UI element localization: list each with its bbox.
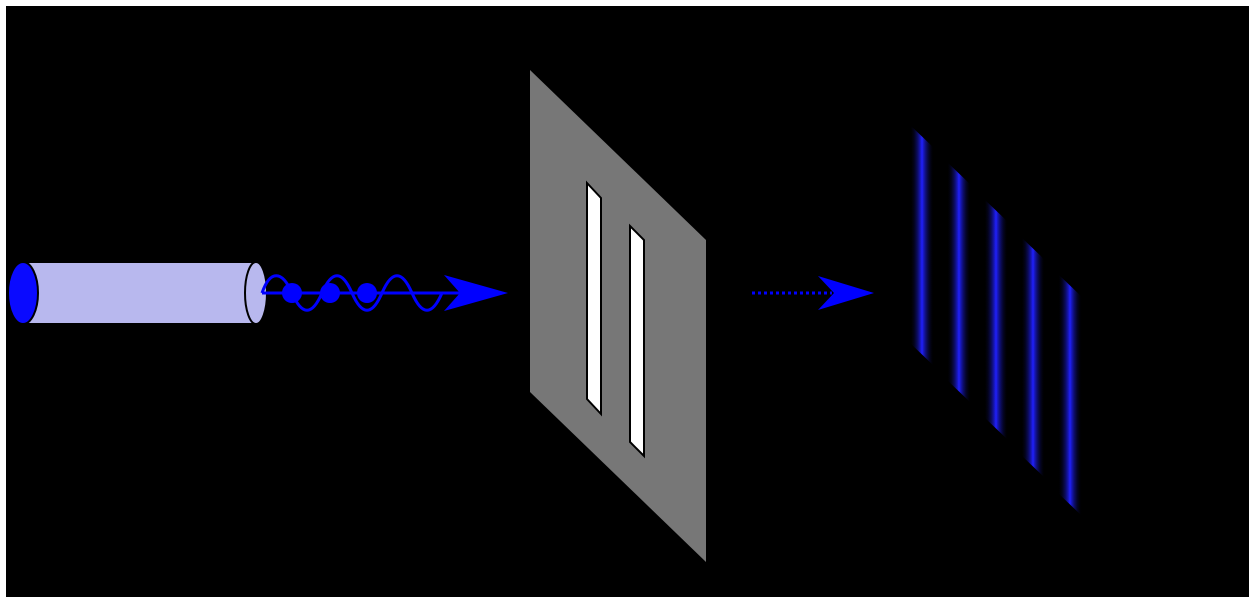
wave-particle-beam bbox=[260, 274, 508, 312]
photon-particle bbox=[282, 283, 302, 303]
fringe bbox=[1021, 237, 1045, 478]
double-slit-barrier bbox=[530, 70, 706, 562]
source-body bbox=[22, 261, 257, 325]
slit-right bbox=[629, 223, 645, 459]
slit-left bbox=[586, 180, 602, 417]
fringe bbox=[947, 162, 971, 403]
interference-pattern bbox=[910, 125, 1082, 516]
diffracted-arrowhead bbox=[818, 276, 874, 310]
source-face bbox=[7, 261, 39, 325]
fringe bbox=[910, 125, 934, 366]
barrier-plate bbox=[530, 70, 706, 562]
beam-arrowhead bbox=[444, 275, 508, 311]
photon-particle bbox=[357, 283, 377, 303]
fringe bbox=[1058, 274, 1082, 516]
photon-source bbox=[7, 261, 268, 325]
photon-particle bbox=[320, 283, 340, 303]
fringe bbox=[984, 199, 1008, 440]
diffracted-beam bbox=[752, 276, 874, 310]
